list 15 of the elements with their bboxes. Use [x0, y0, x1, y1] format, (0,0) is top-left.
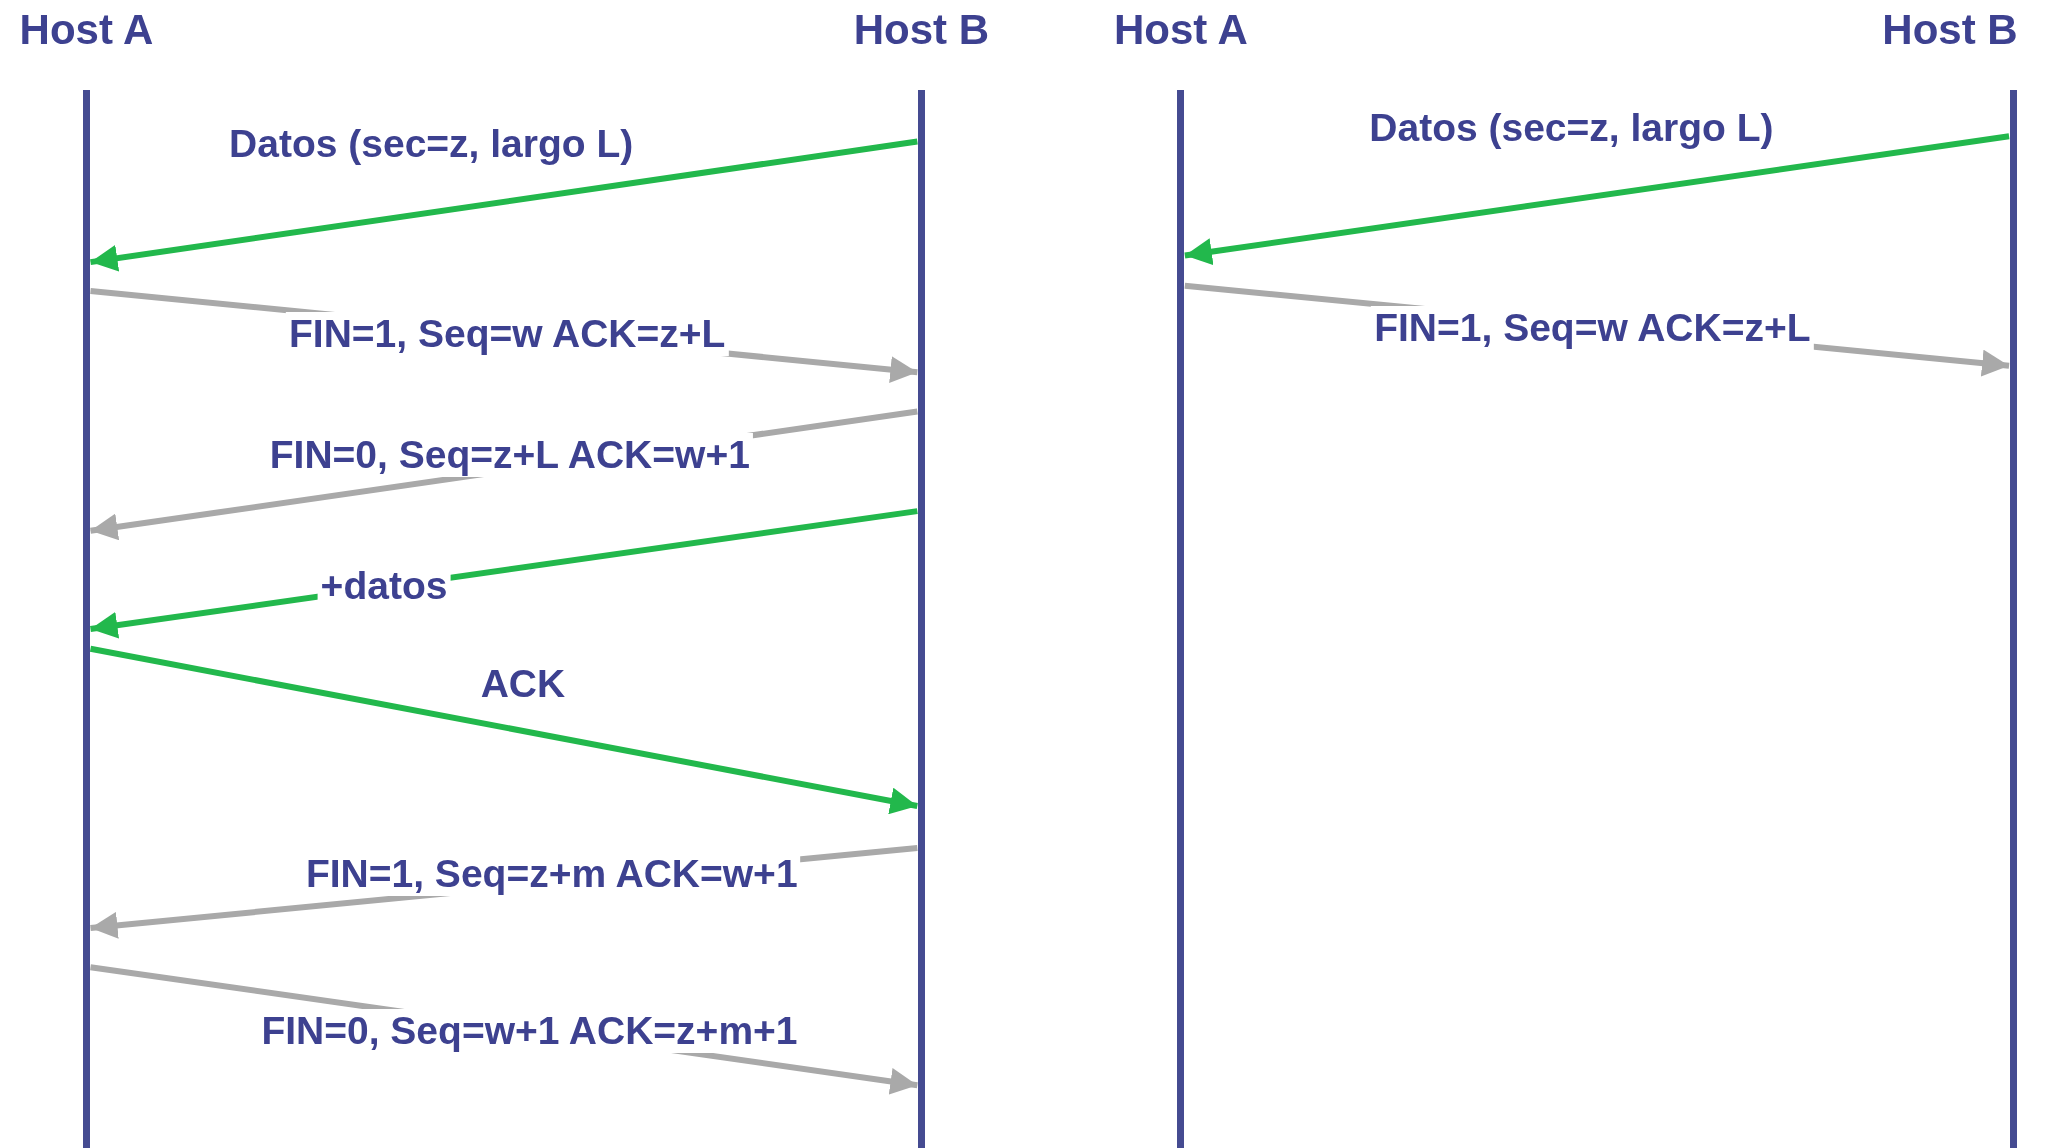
host-heading: Host A: [18, 6, 155, 54]
message-arrow: [90, 408, 918, 541]
message-label: FIN=1, Seq=w ACK=z+L: [286, 312, 729, 357]
host-heading: Host A: [1112, 6, 1249, 54]
message-arrow: [89, 645, 918, 815]
message-arrow: [90, 508, 918, 639]
message-arrow: [1184, 282, 2010, 377]
message-arrow: [1184, 133, 2010, 266]
message-arrow: [90, 138, 918, 272]
host-heading: Host B: [1881, 6, 2019, 54]
message-arrow: [90, 964, 918, 1095]
host-heading: Host B: [852, 6, 990, 54]
message-arrow: [90, 844, 918, 939]
message-arrow: [90, 287, 918, 383]
message-label: FIN=1, Seq=w ACK=z+L: [1371, 305, 1814, 350]
